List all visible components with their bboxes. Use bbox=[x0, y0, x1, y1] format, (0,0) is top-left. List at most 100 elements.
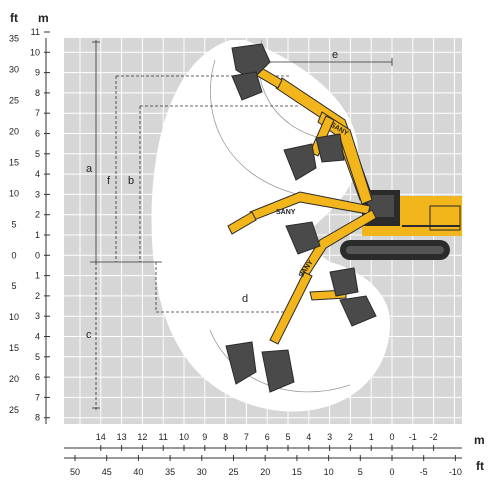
bottom-m-tick-label: 7 bbox=[244, 432, 249, 442]
left-m-tick-label: 1 bbox=[35, 230, 40, 240]
bottom-m-tick-label: 4 bbox=[306, 432, 311, 442]
bottom-ft-tick-label: 30 bbox=[197, 467, 207, 477]
bottom-ft-tick-label: 40 bbox=[133, 467, 143, 477]
left-ft-tick-label: 0 bbox=[11, 250, 16, 260]
left-m-tick-label: 6 bbox=[35, 372, 40, 382]
buckets bbox=[225, 43, 377, 393]
bottom-ft-tick-label: 45 bbox=[102, 467, 112, 477]
left-m-tick-label: 3 bbox=[35, 189, 40, 199]
bottom-ft-tick-label: -5 bbox=[420, 467, 428, 477]
left-ft-tick-label: 30 bbox=[9, 65, 19, 75]
left-m-tick-label: 0 bbox=[35, 250, 40, 260]
bottom-m-tick-label: 10 bbox=[179, 432, 189, 442]
left-m-tick-label: 3 bbox=[35, 311, 40, 321]
bottom-m-tick-label: 9 bbox=[202, 432, 207, 442]
bucket-horizontal bbox=[285, 221, 321, 255]
unit-left-ft: ft bbox=[10, 11, 18, 25]
left-ft-tick-label: 5 bbox=[11, 281, 16, 291]
excavator-machine bbox=[340, 190, 462, 260]
left-m-tick-label: 7 bbox=[35, 108, 40, 118]
track-roller-band bbox=[346, 246, 444, 254]
bottom-m-tick-label: 13 bbox=[117, 432, 127, 442]
bottom-m-tick-label: 3 bbox=[327, 432, 332, 442]
bottom-m-tick-label: -1 bbox=[409, 432, 417, 442]
bucket-bottom-2 bbox=[261, 349, 295, 393]
left-ft-tick-label: 25 bbox=[9, 405, 19, 415]
bottom-ft-tick-label: 35 bbox=[165, 467, 175, 477]
bottom-m-tick-label: 11 bbox=[159, 432, 168, 442]
arm-horizontal bbox=[227, 211, 257, 235]
arm-down-1 bbox=[269, 271, 313, 345]
dim-label-f: f bbox=[107, 175, 111, 187]
brand-label-horizontal: SANY bbox=[276, 209, 296, 216]
left-m-tick-label: 6 bbox=[35, 129, 40, 139]
unit-left-m: m bbox=[38, 11, 49, 25]
bottom-ft-tick-label: 15 bbox=[292, 467, 302, 477]
unit-bottom-ft: ft bbox=[476, 459, 484, 473]
bottom-m-tick-label: 1 bbox=[369, 432, 374, 442]
left-ft-tick-label: 15 bbox=[9, 343, 19, 353]
left-m-tick-label: 4 bbox=[35, 332, 40, 342]
dim-label-e: e bbox=[332, 49, 338, 61]
bucket-low-right-2 bbox=[339, 295, 377, 327]
left-ft-tick-label: 20 bbox=[9, 127, 19, 137]
bottom-ft-tick-label: 50 bbox=[70, 467, 80, 477]
left-ft-tick-label: 20 bbox=[9, 374, 19, 384]
arm-mid-upper bbox=[309, 115, 335, 157]
bottom-ft-tick-label: 10 bbox=[324, 467, 334, 477]
left-m-tick-label: 5 bbox=[35, 149, 40, 159]
envelope-outer bbox=[151, 40, 391, 412]
dim-label-c: c bbox=[86, 329, 92, 341]
left-m-tick-label: 4 bbox=[35, 169, 40, 179]
left-m-tick-label: 2 bbox=[35, 210, 40, 220]
left-ft-tick-label: 10 bbox=[9, 188, 19, 198]
left-ft-tick-label: 25 bbox=[9, 96, 19, 106]
bucket-mid bbox=[283, 143, 317, 181]
bucket-top-open bbox=[231, 71, 263, 101]
left-m-tick-label: 8 bbox=[35, 413, 40, 423]
bucket-low-right bbox=[329, 267, 359, 297]
bucket-mid-2 bbox=[315, 133, 345, 163]
bottom-m-tick-label: -2 bbox=[430, 432, 438, 442]
bottom-m-tick-label: 8 bbox=[223, 432, 228, 442]
left-ft-tick-label: 5 bbox=[11, 219, 16, 229]
dim-label-b: b bbox=[128, 175, 134, 187]
envelope-inner-arc-3 bbox=[209, 329, 351, 393]
working-envelope bbox=[151, 39, 391, 412]
left-m-tick-label: 9 bbox=[35, 68, 40, 78]
left-m-tick-label: 10 bbox=[30, 47, 40, 57]
left-m-tick-label: 11 bbox=[31, 27, 40, 37]
left-ft-tick-labels: 35 30 25 20 15 10 5 0 5 10 15 20 25 bbox=[9, 34, 19, 415]
dim-label-d: d bbox=[242, 293, 248, 305]
bucket-bottom bbox=[225, 341, 257, 385]
left-m-tick-label: 7 bbox=[35, 392, 40, 402]
left-ft-tick-label: 15 bbox=[9, 157, 19, 167]
bottom-m-tick-label: 2 bbox=[348, 432, 353, 442]
bottom-ft-tick-label: 20 bbox=[260, 467, 270, 477]
bottom-m-tick-label: 14 bbox=[96, 432, 106, 442]
bottom-ft-tick-label: -10 bbox=[449, 467, 462, 477]
bottom-m-tick-label: 12 bbox=[137, 432, 147, 442]
bottom-ft-tick-label: 25 bbox=[228, 467, 238, 477]
unit-bottom-m: m bbox=[474, 433, 485, 447]
left-ft-tick-label: 35 bbox=[9, 34, 19, 44]
left-m-tick-label: 1 bbox=[35, 271, 40, 281]
bucket-top bbox=[231, 43, 271, 81]
bottom-m-tick-label: 6 bbox=[265, 432, 270, 442]
envelope-inner-arc-1 bbox=[210, 59, 301, 196]
bottom-ft-tick-label: 5 bbox=[358, 467, 363, 477]
cab-window bbox=[368, 195, 394, 217]
dim-label-a: a bbox=[86, 163, 93, 175]
left-m-tick-label: 2 bbox=[35, 291, 40, 301]
bottom-ft-tick-label: 0 bbox=[389, 467, 394, 477]
left-m-tick-label: 5 bbox=[35, 352, 40, 362]
bottom-m-tick-label: 0 bbox=[389, 432, 394, 442]
left-ft-tick-label: 10 bbox=[9, 312, 19, 322]
left-m-tick-label: 8 bbox=[35, 88, 40, 98]
